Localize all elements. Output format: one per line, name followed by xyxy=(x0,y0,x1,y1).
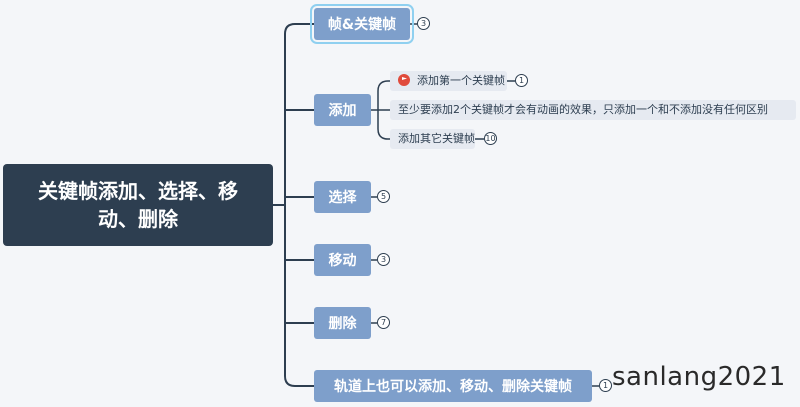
collapse-count-badge[interactable]: 1 xyxy=(515,74,528,87)
topic-move[interactable]: 移动 xyxy=(314,244,371,276)
leaf-label: 添加第一个关键帧 xyxy=(417,74,505,87)
badge-connector xyxy=(371,23,599,387)
topic-delete[interactable]: 删除 xyxy=(314,307,371,339)
leaf-add-note[interactable]: 至少要添加2个关键帧才会有动画的效果，只添加一个和不添加没有任何区别 xyxy=(390,100,796,120)
red-flag-icon xyxy=(398,74,410,86)
leaf-add-other-keyframes[interactable]: 添加其它关键帧 xyxy=(390,129,475,149)
root-topic[interactable]: 关键帧添加、选择、移动、删除 xyxy=(3,164,273,246)
topic-frames-and-keyframes[interactable]: 帧&关键帧 xyxy=(310,4,414,44)
topic-select[interactable]: 选择 xyxy=(314,181,371,213)
collapse-count-badge[interactable]: 1 xyxy=(599,379,612,392)
collapse-count-badge[interactable]: 3 xyxy=(377,253,390,266)
collapse-count-badge[interactable]: 7 xyxy=(377,316,390,329)
collapse-count-badge[interactable]: 5 xyxy=(377,190,390,203)
trunk-line xyxy=(273,23,296,387)
collapse-count-badge[interactable]: 3 xyxy=(417,17,430,30)
collapse-count-badge[interactable]: 10 xyxy=(484,132,497,145)
topic-add[interactable]: 添加 xyxy=(314,94,371,126)
watermark: sanlang2021 xyxy=(612,362,786,392)
leaf-add-first-keyframe[interactable]: 添加第一个关键帧 xyxy=(390,71,507,91)
topic-track-keyframes[interactable]: 轨道上也可以添加、移动、删除关键帧 xyxy=(314,370,592,402)
